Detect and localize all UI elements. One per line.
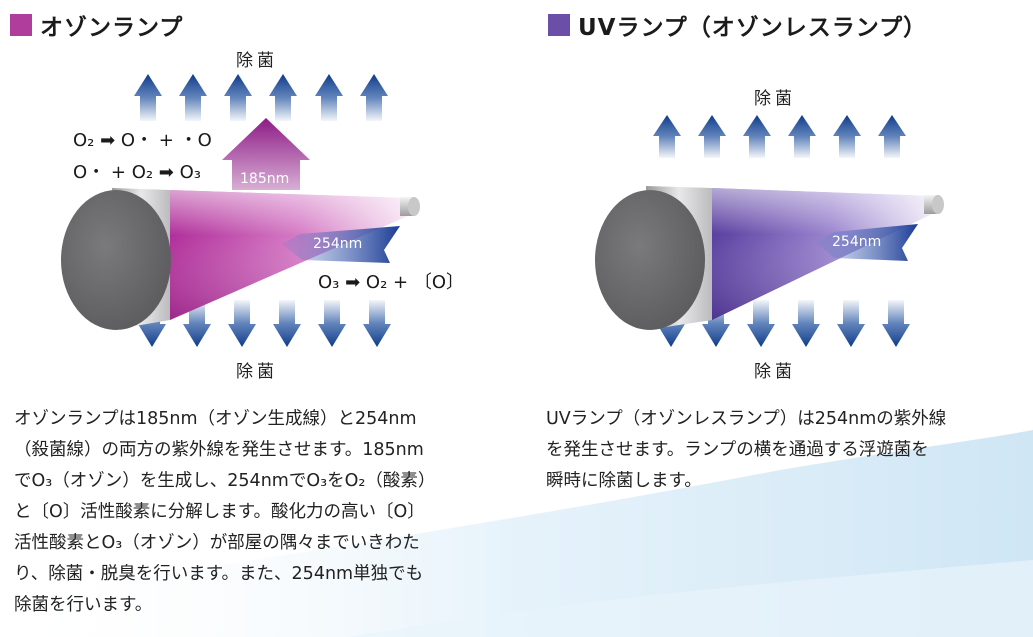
reaction-equation-2: O・ + O₂ ➡ O₃ (73, 162, 201, 183)
top-arrows (653, 115, 906, 158)
sterilization-label-top: 除菌 (754, 89, 796, 109)
description-line: 活性酸素とO₃（オゾン）が部屋の隅々までいきわた (14, 533, 420, 553)
ozone-lamp-description: オゾンランプは185nm（オゾン生成線）と254nm （殺菌線）の両方の紫外線を発… (14, 404, 435, 621)
sterilization-label-bottom: 除菌 (236, 362, 278, 382)
uv-lamp-description: UVランプ（オゾンレスランプ）は254nmの紫外線を発生させます。ランプの横を通… (546, 404, 946, 497)
description-line: UVランプ（オゾンレスランプ）は254nmの紫外線 (546, 409, 947, 429)
arrow-up-icon (360, 74, 388, 121)
ozone-lamp-tube (61, 188, 420, 330)
arrow-up-icon (179, 74, 207, 121)
arrow-up-icon (315, 74, 343, 121)
description-line: でO₃（オゾン）を生成し、254nmでO₃をO₂（酸素） (14, 471, 436, 491)
uv-lamp-title: UVランプ（オゾンレスランプ） (578, 15, 928, 41)
arrow-up-icon (788, 115, 816, 158)
arrow-down-icon (792, 300, 820, 347)
description-line: 瞬時に除菌します。 (546, 471, 702, 491)
reaction-equation-1: O₂ ➡ O・ + ・O (73, 130, 212, 151)
description-line: と〔O〕活性酸素に分解します。酸化力の高い〔O〕 (14, 502, 425, 522)
wavelength-185-arrow (222, 118, 310, 190)
arrow-down-icon (837, 300, 865, 347)
arrow-down-icon (273, 300, 301, 347)
arrow-up-icon (653, 115, 681, 158)
wavelength-185-label: 185nm (240, 171, 290, 187)
sterilization-label-top: 除菌 (236, 51, 278, 71)
arrow-up-icon (269, 74, 297, 121)
uv-lamp-panel: UVランプ（オゾンレスランプ） (516, 0, 1033, 637)
ozone-lamp-diagram (61, 74, 420, 347)
arrow-down-icon (363, 300, 391, 347)
arrow-up-icon (698, 115, 726, 158)
reaction-equation-3: O₃ ➡ O₂ + 〔O〕 (318, 272, 464, 293)
arrow-down-icon (747, 300, 775, 347)
arrow-up-icon (224, 74, 252, 121)
ozone-lamp-panel: オゾンランプ (0, 0, 516, 637)
arrow-down-icon (183, 300, 211, 347)
heading-square-icon (548, 14, 570, 36)
description-line: 除菌を行います。 (14, 595, 153, 615)
wavelength-254-label: 254nm (832, 234, 882, 250)
sterilization-label-bottom: 除菌 (754, 362, 796, 382)
heading-square-icon (10, 14, 32, 36)
arrow-down-icon (882, 300, 910, 347)
top-arrows (134, 74, 388, 121)
description-line: を発生させます。ランプの横を通過する浮遊菌を (546, 440, 929, 460)
uv-lamp-heading: UVランプ（オゾンレスランプ） (548, 8, 927, 42)
ozone-lamp-title: オゾンランプ (40, 15, 184, 41)
uv-lamp-tube (595, 186, 944, 330)
lamp-face (61, 190, 171, 330)
arrow-up-icon (743, 115, 771, 158)
arrow-up-icon (833, 115, 861, 158)
wavelength-254-arrow (816, 224, 918, 261)
arrow-down-icon (318, 300, 346, 347)
lamp-face (595, 190, 705, 330)
arrow-up-icon (134, 74, 162, 121)
wavelength-254-arrow (282, 226, 400, 263)
wavelength-254-label: 254nm (313, 236, 363, 252)
ozone-lamp-heading: オゾンランプ (10, 8, 183, 42)
description-line: （殺菌線）の両方の紫外線を発生させます。185nm (14, 440, 424, 460)
description-line: り、除菌・脱臭を行います。また、254nm単独でも (14, 564, 424, 584)
arrow-down-icon (228, 300, 256, 347)
description-line: オゾンランプは185nm（オゾン生成線）と254nm (14, 409, 417, 429)
uv-lamp-diagram (595, 115, 944, 347)
arrow-up-icon (878, 115, 906, 158)
